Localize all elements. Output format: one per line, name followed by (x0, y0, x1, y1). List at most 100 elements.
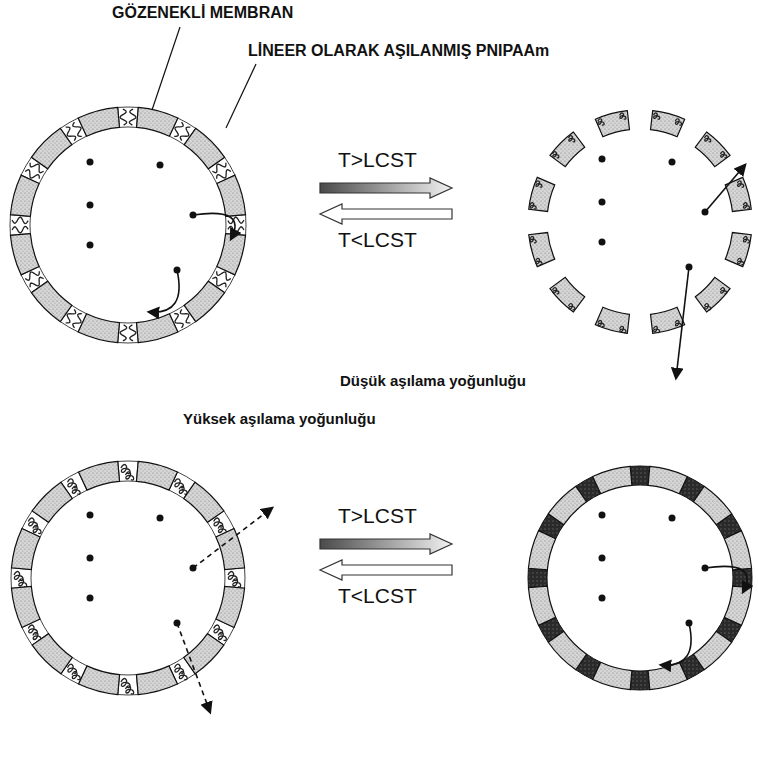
coiled-chain (179, 486, 187, 494)
open-pore (118, 675, 138, 695)
ring-base (20, 117, 236, 333)
temperature-condition: T>LCST (338, 148, 417, 172)
ring-base (538, 120, 743, 325)
membrane-segment (32, 482, 72, 522)
temperature-condition: T<LCST (338, 228, 417, 252)
solute-dot (87, 595, 94, 602)
membrane-segment (651, 111, 685, 137)
collapsed-chain (737, 258, 743, 264)
membrane-segment (693, 486, 731, 524)
escape-path (676, 267, 689, 378)
membrane-segment (593, 662, 632, 689)
collapsed-chain (675, 320, 681, 326)
membrane-segment (529, 233, 555, 267)
extended-chain (12, 217, 28, 224)
closed-pore (630, 466, 650, 485)
membrane-segment (137, 107, 178, 136)
membrane-segment (695, 132, 730, 167)
escape-path (705, 165, 745, 212)
trapped-path (661, 623, 691, 665)
membrane-segment (31, 281, 71, 321)
solute-dot (87, 159, 94, 166)
solute-dot (87, 202, 94, 209)
membrane-segment (184, 634, 224, 674)
membrane-segment (548, 486, 586, 524)
solute-dot (599, 555, 606, 562)
membrane-segment (695, 277, 730, 312)
membrane-segment (10, 175, 39, 216)
trapped-path (193, 213, 235, 239)
collapsed-chain (530, 236, 536, 242)
temperature-condition: T<LCST (338, 584, 417, 608)
trapped-path (149, 270, 179, 312)
leader-line (226, 64, 256, 128)
membrane-segment (550, 132, 585, 167)
collapsed-chain (553, 288, 559, 294)
solute-dot (599, 239, 606, 246)
collapsed-chain (704, 136, 710, 142)
membrane-segment (11, 586, 40, 627)
extended-chain (129, 109, 136, 125)
trapped-path (705, 566, 747, 592)
density-caption: Düşük aşılama yoğunluğu (340, 372, 526, 389)
membrane-segment (548, 631, 586, 669)
membrane-segment (216, 586, 245, 627)
density-caption: Yüksek aşılama yoğunluğu (183, 410, 376, 427)
collapsed-chain (675, 119, 681, 125)
solute-dot (599, 595, 606, 602)
collapsed-chain (720, 152, 726, 158)
open-pore (11, 568, 31, 588)
membrane-segment (648, 662, 687, 689)
coiled-chain (19, 579, 27, 587)
solute-dot (157, 515, 164, 522)
collapsed-chain (569, 304, 575, 310)
closed-pore (630, 671, 650, 690)
coiled-chain (126, 686, 134, 694)
membrane-segment (136, 461, 177, 490)
extended-chain (228, 226, 244, 233)
collapsed-chain (553, 152, 559, 158)
membrane-segment (217, 234, 246, 275)
closed-pore (528, 568, 547, 588)
extended-chain (120, 325, 127, 341)
collapsed-chain (720, 288, 726, 294)
membrane-segment (184, 482, 224, 522)
membrane-segment (184, 281, 224, 321)
collapsed-chain (704, 304, 710, 310)
solute-dot (87, 555, 94, 562)
membrane-segment (184, 128, 224, 168)
membrane-segment (724, 531, 751, 570)
membrane-segment (10, 234, 39, 275)
membrane-segment (79, 461, 120, 490)
collapsed-chain (598, 320, 604, 326)
solute-dot (669, 515, 676, 522)
membrane-segment (78, 314, 119, 343)
temperature-arrow (320, 178, 452, 198)
part-name: LİNEER OLARAK AŞILANMIŞ PNIPAAm (248, 42, 549, 60)
collapsed-chain (737, 181, 743, 187)
coiled-chain (218, 632, 226, 640)
solute-dot (87, 512, 94, 519)
solute-dot (157, 162, 164, 169)
membrane-segment (78, 107, 119, 136)
collapsed-chain (536, 181, 542, 187)
solute-dot (599, 199, 606, 206)
membrane-segment (648, 466, 687, 493)
membrane-segment (651, 307, 685, 333)
coiled-chain (72, 672, 80, 680)
membrane-segment (216, 529, 245, 570)
membrane-segment (595, 307, 629, 333)
solute-dot (669, 159, 676, 166)
membrane-segment (550, 277, 585, 312)
membrane-segment (136, 666, 177, 695)
membrane-segment (217, 175, 246, 216)
membrane-segment (32, 634, 72, 674)
solute-dot (599, 512, 606, 519)
collapsed-chain (569, 136, 575, 142)
collapsed-chain (620, 113, 626, 119)
membrane-segment (724, 586, 751, 625)
extended-chain (129, 325, 136, 341)
extended-chain (12, 226, 28, 233)
membrane-segment (137, 314, 178, 343)
